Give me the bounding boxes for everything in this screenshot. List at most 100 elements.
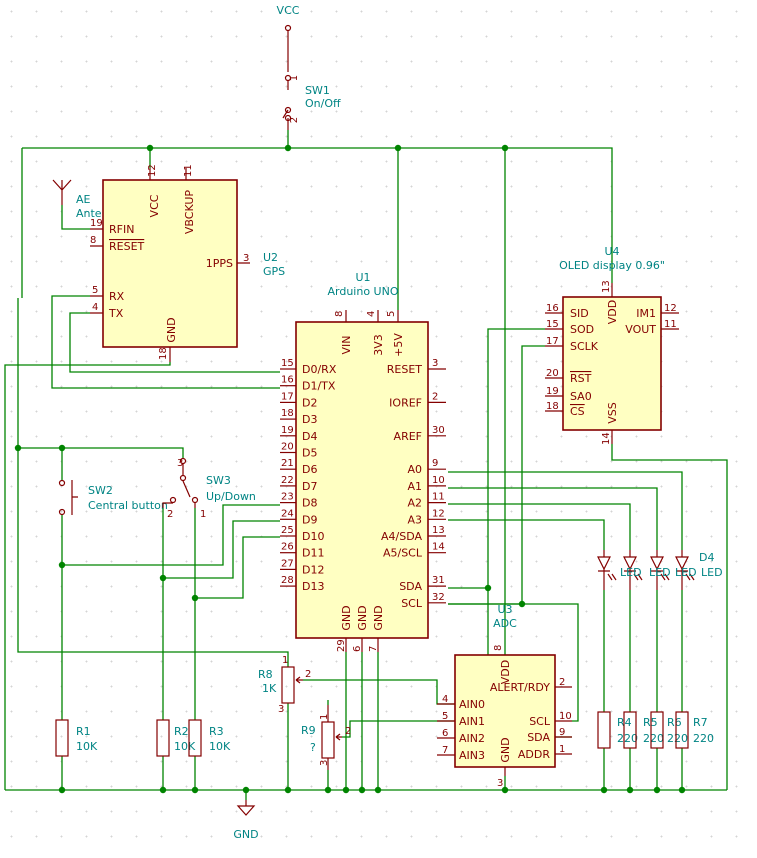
arduino-pin-19-name: D4 xyxy=(302,430,317,443)
arduino-pin-27-num: 27 xyxy=(281,558,294,569)
potentiometer-r8: 1 2 3 R8 1K xyxy=(258,655,311,715)
adc-pin-gnd-name: GND xyxy=(499,737,512,762)
arduino-pin-26-name: D11 xyxy=(302,547,324,560)
arduino-pin-6-num: 6 xyxy=(352,646,363,652)
potentiometer-r9: 1 2 3 R9 ? xyxy=(301,705,351,770)
gps-pin-18-num: 18 xyxy=(158,347,169,360)
arduino-pin-18-num: 18 xyxy=(281,408,294,419)
arduino-pin-18-name: D3 xyxy=(302,413,317,426)
r3-value: 10K xyxy=(209,740,231,753)
gps-pin-4-name: TX xyxy=(108,307,124,320)
adc-value: ADC xyxy=(493,617,517,630)
arduino-pin-12-num: 12 xyxy=(432,508,445,519)
oled-pin-vdd-name: VDD xyxy=(606,300,619,324)
arduino-pin-11-num: 11 xyxy=(432,492,445,503)
arduino-pin-30-num: 30 xyxy=(432,425,445,436)
arduino-pin-30-name: AREF xyxy=(394,430,422,443)
arduino-pin-22-name: D7 xyxy=(302,480,317,493)
adc-pin-gnd-num: 3 xyxy=(497,778,503,789)
arduino-pin-13-name: A4/SDA xyxy=(381,530,422,543)
arduino-pin-27-name: D12 xyxy=(302,563,324,576)
adc-pin-vdd-num: 8 xyxy=(493,645,504,651)
gps-pin-8-name: RESET xyxy=(109,240,145,253)
arduino-pin-14-name: A5/SCL xyxy=(383,547,423,560)
r9-pin1: 1 xyxy=(319,714,330,720)
arduino-pin-24-num: 24 xyxy=(281,508,294,519)
oled-pin-17-name: SCLK xyxy=(570,340,599,353)
arduino-pin-8-num: 8 xyxy=(334,311,345,317)
arduino-pin-6-name: GND xyxy=(356,605,369,630)
arduino-pin-10-num: 10 xyxy=(432,475,445,486)
sw3-toggle: 3 2 1 SW3 Up/Down xyxy=(162,457,256,520)
arduino-pin-21-name: D6 xyxy=(302,463,317,476)
oled-pin-16-num: 16 xyxy=(546,303,559,314)
sw3-pin3: 3 xyxy=(177,458,183,469)
sw1-ref: SW1 xyxy=(305,84,330,97)
oled-pin-18-num: 18 xyxy=(546,401,559,412)
r2-value: 10K xyxy=(174,740,196,753)
arduino-pin-21-num: 21 xyxy=(281,458,294,469)
led-2 xyxy=(623,550,643,590)
arduino-ref: U1 xyxy=(355,271,370,284)
r5-ref: R5 xyxy=(643,716,658,729)
gps-pin-12-num: 12 xyxy=(147,164,158,177)
arduino-pin-24-name: D9 xyxy=(302,513,317,526)
oled-pin-17-num: 17 xyxy=(546,336,559,347)
sw3-ref: SW3 xyxy=(206,474,231,487)
arduino-pin-3-name: RESET xyxy=(387,363,423,376)
gps-pin-4-num: 4 xyxy=(92,302,98,313)
arduino-pin-5-name: +5V xyxy=(392,333,405,357)
arduino-pin-7-num: 7 xyxy=(368,646,379,652)
led-array xyxy=(597,550,695,590)
gnd-symbol: GND xyxy=(233,800,259,841)
adc-pin-9-name: SDA xyxy=(527,731,550,744)
arduino-pin-9-name: A0 xyxy=(407,463,422,476)
oled-pin-20-name: RST xyxy=(570,372,592,385)
r8-pin1: 1 xyxy=(282,655,288,666)
junction-dots xyxy=(14,144,686,794)
arduino-pin-9-num: 9 xyxy=(432,458,438,469)
led-d4-label: LED xyxy=(701,566,723,579)
gnd-label: GND xyxy=(233,828,258,841)
led-d2-label: LED xyxy=(649,566,671,579)
gps-pin-11-num: 11 xyxy=(183,164,194,177)
arduino-value: Arduino UNO xyxy=(327,285,398,298)
arduino-pin-12-name: A3 xyxy=(407,513,422,526)
led-1-body xyxy=(597,556,611,571)
oled-pin-15-name: SOD xyxy=(570,323,594,336)
resistor-r3: R3 10K xyxy=(188,719,231,757)
gps-value: GPS xyxy=(263,265,285,278)
gps-pin-18-name: GND xyxy=(165,317,178,342)
vcc-label: VCC xyxy=(277,4,300,17)
arduino-pin-2-name: IOREF xyxy=(389,396,422,409)
led-3 xyxy=(650,550,670,590)
arduino-pin-20-name: D5 xyxy=(302,447,317,460)
sw3-pin2: 2 xyxy=(167,509,173,520)
gps-pin-19-name: RFIN xyxy=(109,223,134,236)
oled-pin-vdd-num: 13 xyxy=(601,280,612,293)
led-4-lines xyxy=(676,550,695,590)
adc-pin-vdd-name: VDD xyxy=(499,660,512,684)
arduino-pin-4-name: 3V3 xyxy=(372,334,385,356)
arduino-pin-7-name: GND xyxy=(372,605,385,630)
oled-ref: U4 xyxy=(604,245,619,258)
r9-pin3: 3 xyxy=(319,760,330,766)
sw1-pin2: 2 xyxy=(289,117,300,123)
r6-value: 220 xyxy=(667,732,688,745)
gps-ref: U2 xyxy=(263,251,278,264)
arduino-pin-15-num: 15 xyxy=(281,358,294,369)
arduino-pin-2-num: 2 xyxy=(432,391,438,402)
adc-pin-1-name: ADDR xyxy=(518,748,550,761)
led-d1-label: LED xyxy=(620,566,642,579)
arduino-pin-19-num: 19 xyxy=(281,425,294,436)
adc-pin-4-num: 4 xyxy=(442,694,448,705)
arduino-pin-17-name: D2 xyxy=(302,396,317,409)
oled-pin-12-num: 12 xyxy=(664,303,677,314)
adc-pin-2-num: 2 xyxy=(559,677,565,688)
led-2-lines xyxy=(624,550,643,590)
r2-ref: R2 xyxy=(174,725,189,738)
arduino-pin-16-name: D1/TX xyxy=(302,380,336,393)
